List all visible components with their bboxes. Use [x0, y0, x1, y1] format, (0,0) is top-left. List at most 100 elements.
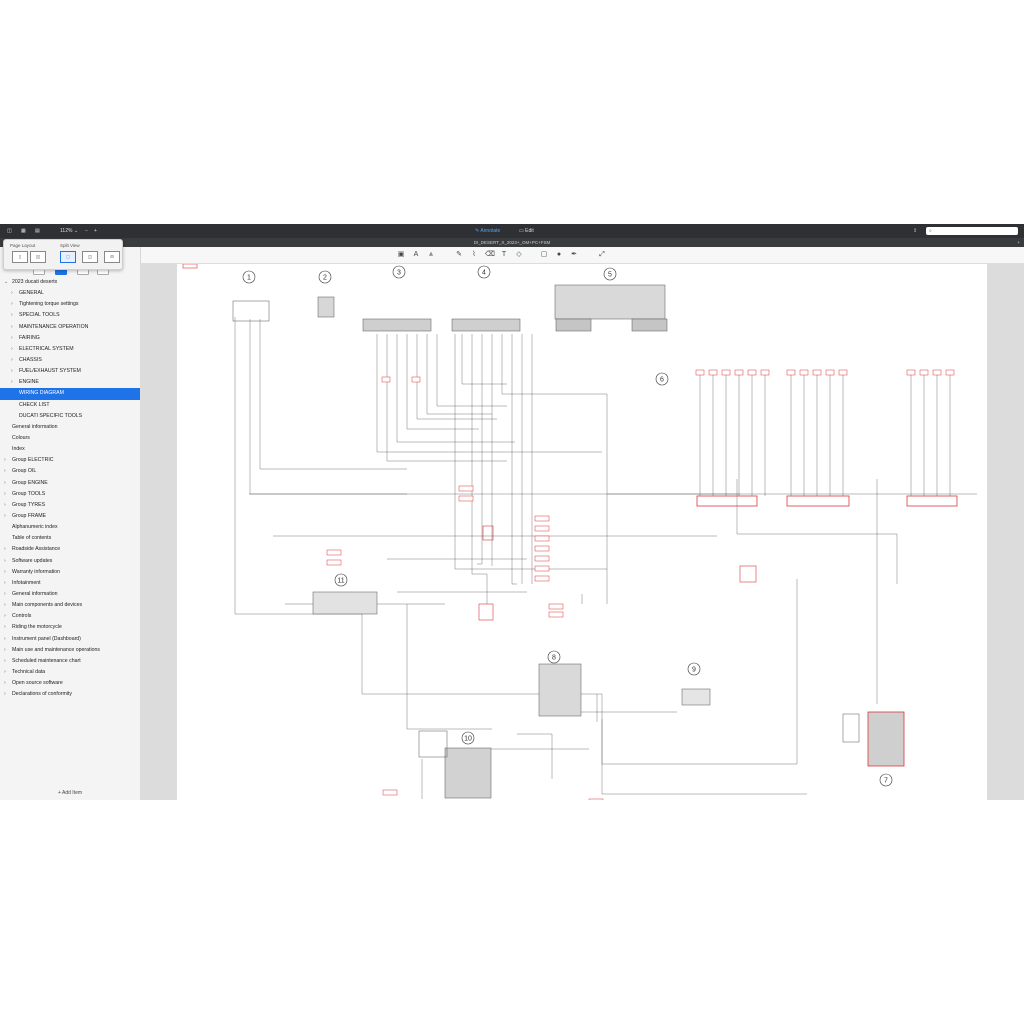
outline-root[interactable]: ⌄ 2023 ducati desertx	[0, 277, 140, 288]
chevron-right-icon[interactable]: ›	[4, 501, 6, 508]
outline-item[interactable]: ›Main components and devices	[0, 600, 140, 611]
chevron-right-icon[interactable]: ›	[4, 624, 6, 631]
outline-item[interactable]: ›Group OIL	[0, 466, 140, 477]
single-page-option[interactable]: ▯	[12, 251, 28, 263]
stamp-icon[interactable]: ⩓	[429, 251, 433, 258]
share-icon[interactable]: ⇪	[913, 228, 918, 234]
outline-item[interactable]: ›Instrument panel (Dashboard)	[0, 634, 140, 645]
chevron-right-icon[interactable]: ›	[4, 568, 6, 575]
eraser-icon[interactable]: ⌫	[485, 251, 495, 258]
add-item-button[interactable]: + Add Item	[57, 790, 83, 796]
outline-item[interactable]: ›Declarations of conformity	[0, 689, 140, 700]
outline-item[interactable]: ›Group TOOLS	[0, 489, 140, 500]
annotate-tab[interactable]: ✎ Annotate	[475, 227, 500, 235]
outline-item[interactable]: General information	[0, 422, 140, 433]
outline-item[interactable]: ›ELECTRICAL SYSTEM	[0, 344, 140, 355]
outline-item[interactable]: CHECK LIST	[0, 400, 140, 411]
chevron-right-icon[interactable]: ›	[4, 680, 6, 687]
chevron-right-icon[interactable]: ›	[4, 557, 6, 564]
chevron-right-icon[interactable]: ›	[11, 334, 13, 341]
add-tab-button[interactable]: +	[1017, 240, 1020, 245]
highlighter-icon[interactable]: ⌇	[472, 251, 476, 258]
chevron-right-icon[interactable]: ›	[4, 668, 6, 675]
chevron-right-icon[interactable]: ›	[4, 579, 6, 586]
chevron-right-icon[interactable]: ›	[4, 602, 6, 609]
chevron-right-icon[interactable]: ›	[4, 691, 6, 698]
outline-item[interactable]: ›Roadside Assistance	[0, 544, 140, 555]
chevron-right-icon[interactable]: ›	[4, 490, 6, 497]
chevron-down-icon[interactable]: ⌄	[74, 228, 79, 234]
chevron-right-icon[interactable]: ›	[11, 323, 13, 330]
outline-item[interactable]: ›ENGINE	[0, 377, 140, 388]
text-size-icon[interactable]: A	[413, 251, 419, 258]
chevron-right-icon[interactable]: ›	[4, 546, 6, 553]
outline-item[interactable]: ›Tightening torque settings	[0, 299, 140, 310]
outline-item[interactable]: ›Group ELECTRIC	[0, 455, 140, 466]
outline-item[interactable]: ›Group FRAME	[0, 511, 140, 522]
outline-item[interactable]: ›GENERAL	[0, 288, 140, 299]
outline-item[interactable]: ›Main use and maintenance operations	[0, 645, 140, 656]
outline-item[interactable]: Colours	[0, 433, 140, 444]
zoom-level[interactable]: 112%	[60, 228, 73, 234]
outline-item[interactable]: ›Open source software	[0, 678, 140, 689]
outline-item[interactable]: Index	[0, 444, 140, 455]
outline-item[interactable]: ›General information	[0, 589, 140, 600]
zoom-in-button[interactable]: +	[94, 228, 97, 234]
chevron-down-icon[interactable]: ⌄	[4, 279, 9, 285]
chevron-right-icon[interactable]: ›	[4, 635, 6, 642]
document-filename[interactable]: DI_DESERT_X_2023+_OM+PC+FSM	[473, 240, 551, 245]
grid-view-icon[interactable]: ▦	[21, 228, 26, 234]
chevron-right-icon[interactable]: ›	[11, 312, 13, 319]
outline-item[interactable]: Table of contents	[0, 533, 140, 544]
split-vertical-option[interactable]: ◫	[82, 251, 98, 263]
zoom-out-button[interactable]: −	[85, 228, 88, 234]
outline-item[interactable]: ›FUEL/EXHAUST SYSTEM	[0, 366, 140, 377]
chevron-right-icon[interactable]: ›	[4, 646, 6, 653]
chevron-right-icon[interactable]: ›	[4, 590, 6, 597]
sign-pen-icon[interactable]: ✒	[571, 251, 577, 258]
chevron-right-icon[interactable]: ›	[4, 457, 6, 464]
fullscreen-icon[interactable]: ⤢	[599, 251, 605, 258]
text-recognition-icon[interactable]: ▣	[397, 251, 405, 258]
page-view-icon[interactable]: ▤	[35, 228, 40, 234]
outline-item[interactable]: ›Technical data	[0, 667, 140, 678]
chevron-right-icon[interactable]: ›	[11, 301, 13, 308]
chevron-right-icon[interactable]: ›	[11, 345, 13, 352]
chevron-right-icon[interactable]: ›	[4, 468, 6, 475]
sidebar-toggle-icon[interactable]: ◫	[7, 228, 12, 234]
outline-item[interactable]: ›Infotainment	[0, 578, 140, 589]
shapes-icon[interactable]: ◇	[516, 251, 522, 258]
comment-icon[interactable]: ▢	[540, 251, 548, 258]
edit-tab[interactable]: ▭ Edit	[519, 227, 534, 235]
outline-item[interactable]: DUCATI SPECIFIC TOOLS	[0, 411, 140, 422]
search-input[interactable]: ⌕	[926, 227, 1018, 235]
outline-item[interactable]: ›Group ENGINE	[0, 478, 140, 489]
split-none-option[interactable]: ▢	[60, 251, 76, 263]
pen-icon[interactable]: ✎	[456, 251, 462, 258]
outline-item[interactable]: ›Controls	[0, 611, 140, 622]
outline-item[interactable]: ›FAIRING	[0, 333, 140, 344]
chevron-right-icon[interactable]: ›	[11, 356, 13, 363]
chevron-right-icon[interactable]: ›	[11, 379, 13, 386]
outline-item[interactable]: ›Warranty information	[0, 567, 140, 578]
outline-item[interactable]: ›Software updates	[0, 556, 140, 567]
chevron-right-icon[interactable]: ›	[4, 479, 6, 486]
outline-item[interactable]: ›Riding the motorcycle	[0, 622, 140, 633]
text-tool-icon[interactable]: T	[501, 251, 507, 258]
chevron-right-icon[interactable]: ›	[4, 613, 6, 620]
outline-item[interactable]: ›MAINTENANCE OPERATION	[0, 322, 140, 333]
chevron-right-icon[interactable]: ›	[4, 512, 6, 519]
chevron-right-icon[interactable]: ›	[11, 290, 13, 297]
two-page-option[interactable]: ▯▯	[30, 251, 46, 263]
outline-item[interactable]: ›CHASSIS	[0, 355, 140, 366]
chevron-right-icon[interactable]: ›	[4, 657, 6, 664]
split-horizontal-option[interactable]: ⊟	[104, 251, 120, 263]
outline-item[interactable]: WIRING DIAGRAM	[0, 388, 140, 400]
outline-item[interactable]: Alphanumeric index	[0, 522, 140, 533]
outline-item[interactable]: ›SPECIAL TOOLS	[0, 310, 140, 321]
signature-icon[interactable]: ●	[556, 251, 562, 258]
outline-item[interactable]: ›Group TYRES	[0, 500, 140, 511]
chevron-right-icon[interactable]: ›	[11, 368, 13, 375]
outline-item[interactable]: ›Scheduled maintenance chart	[0, 656, 140, 667]
